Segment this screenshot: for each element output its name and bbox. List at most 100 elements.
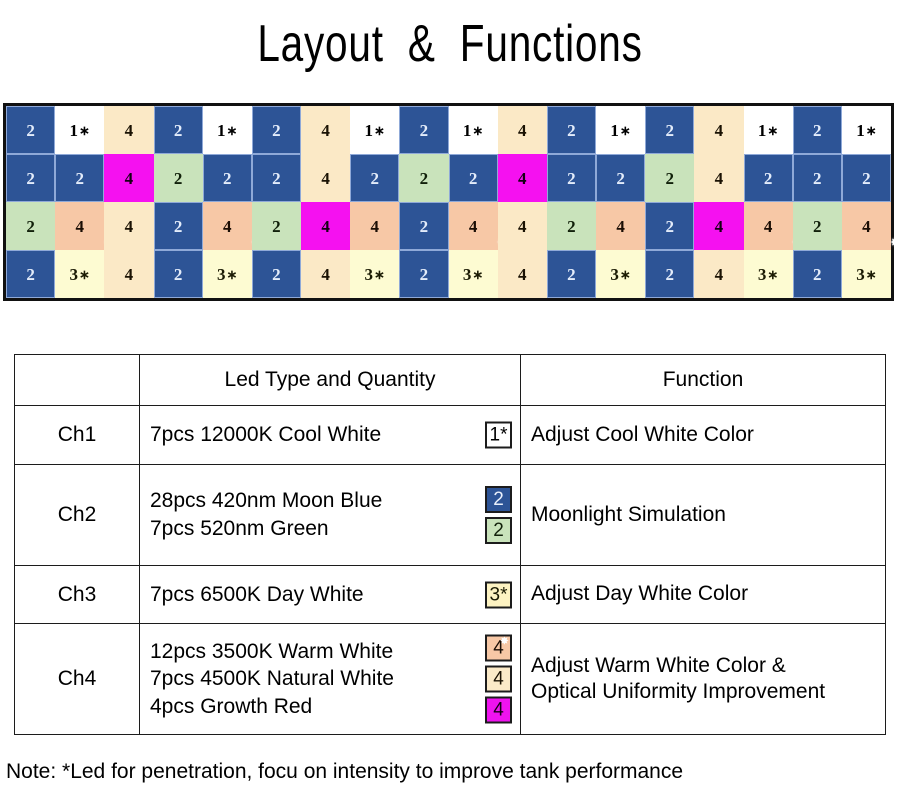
function-line: Adjust Day White Color: [531, 582, 749, 606]
led-cell-label: 3: [462, 264, 472, 284]
channel-label: Ch4: [14, 623, 140, 735]
led-badge: 1*: [485, 421, 512, 449]
led-cell-label: 4: [517, 264, 527, 284]
led-cell: 2: [251, 202, 301, 250]
led-cell: 4: [301, 106, 351, 154]
led-cell: 2: [153, 202, 203, 250]
led-cell-label: 1: [757, 120, 767, 140]
led-cell-label: 1: [217, 120, 226, 140]
led-badge-group: 3*: [485, 581, 512, 608]
led-cell-label: 3: [610, 264, 619, 284]
led-cell-label: 2: [272, 120, 281, 140]
function-cell: Moonlight Simulation: [520, 464, 886, 566]
asterisk-icon: ∗: [472, 266, 484, 282]
led-cell-label: 4: [714, 216, 724, 236]
led-cell: 4✸: [55, 202, 113, 250]
led-cell: 1∗: [202, 106, 252, 154]
asterisk-icon: ∗: [226, 266, 238, 282]
led-cell: 2: [399, 106, 449, 154]
led-cell: 2: [153, 154, 203, 202]
led-cell-label: 4: [517, 216, 527, 236]
led-cell-label: 4: [124, 120, 134, 140]
led-cell: 4✸: [743, 202, 802, 250]
led-cell: 4: [301, 250, 351, 298]
led-cell-label: 2: [763, 168, 773, 188]
led-cell: 2: [55, 154, 105, 202]
led-cell: 4✸: [202, 202, 261, 250]
led-badge-label: 4: [493, 668, 504, 690]
channel-label: Ch2: [14, 464, 140, 566]
sparkle-icon: ✸: [890, 237, 900, 249]
led-cell-label: 4: [124, 168, 134, 188]
led-cell-label: 2: [862, 168, 871, 188]
sparkle-icon: ✸: [499, 635, 509, 648]
function-line: Moonlight Simulation: [531, 502, 726, 526]
channel-label: Ch1: [14, 405, 140, 465]
led-cell: 2: [6, 250, 56, 298]
led-badge-label: 2: [493, 489, 504, 510]
led-cell: 2: [792, 106, 842, 154]
led-cell: 2: [596, 154, 646, 202]
led-cell-label: 2: [26, 264, 35, 284]
page-title: Layout & Functions: [257, 15, 643, 73]
led-type-lines: 7pcs 12000K Cool White: [150, 422, 510, 448]
asterisk-icon: ∗: [865, 266, 877, 282]
led-badge: 4✸: [485, 634, 512, 662]
led-cell: 2: [202, 154, 252, 202]
led-cell-label: 2: [26, 168, 35, 188]
led-cell: 2: [6, 154, 56, 202]
led-cell-label: 2: [665, 216, 674, 236]
led-cell: 2: [251, 154, 301, 202]
led-badge-group: 1*: [485, 421, 512, 449]
led-cell: 3∗: [841, 250, 891, 298]
led-cell: 1∗: [743, 106, 793, 154]
asterisk-icon: ∗: [79, 266, 90, 282]
led-cell-label: 1: [462, 120, 472, 140]
led-cell-label: 2: [419, 168, 429, 188]
led-type-cell: 7pcs 6500K Day White 3*: [139, 565, 521, 624]
led-cell-label: 4: [370, 216, 379, 236]
led-cell: 2: [6, 106, 56, 154]
led-cell: 4✸: [350, 202, 408, 250]
led-cell-label: 2: [665, 120, 674, 140]
led-cell: 1∗: [841, 106, 891, 154]
led-cell-label: 2: [75, 168, 84, 188]
led-badge: 4: [485, 665, 512, 693]
led-cell: 2: [350, 154, 400, 202]
led-type-lines: 7pcs 6500K Day White: [150, 582, 510, 608]
led-cell: 4✸: [596, 202, 654, 250]
led-cell: 2: [153, 250, 203, 298]
led-type-line: 4pcs Growth Red: [150, 694, 313, 718]
led-cell: 4: [104, 202, 154, 250]
led-cell: 4: [497, 202, 547, 250]
led-cell: 3∗: [743, 250, 793, 298]
led-badge-label: 2: [493, 520, 504, 541]
led-cell-label: 2: [567, 264, 576, 284]
led-badge: 2: [485, 517, 512, 544]
led-cell-label: 2: [173, 216, 183, 236]
led-cell-label: 2: [616, 168, 625, 188]
header-function: Function: [520, 354, 886, 406]
led-cell: 4: [497, 106, 547, 154]
led-cell-label: 1: [364, 120, 374, 140]
led-cell: 4: [694, 106, 744, 154]
led-cell-label: 2: [812, 216, 822, 236]
function-line: Adjust Warm White Color &: [531, 653, 786, 677]
led-cell: 1∗: [350, 106, 400, 154]
led-type-line: 28pcs 420nm Moon Blue: [150, 489, 383, 513]
led-cell: 2: [399, 202, 449, 250]
led-badge-group: 4✸ 4 4: [485, 634, 512, 724]
led-type-line: 7pcs 6500K Day White: [150, 582, 364, 606]
led-cell-label: 2: [468, 168, 478, 188]
led-badge: 4: [485, 696, 512, 724]
led-cell-label: 2: [26, 120, 35, 140]
led-cell: 2: [645, 106, 695, 154]
